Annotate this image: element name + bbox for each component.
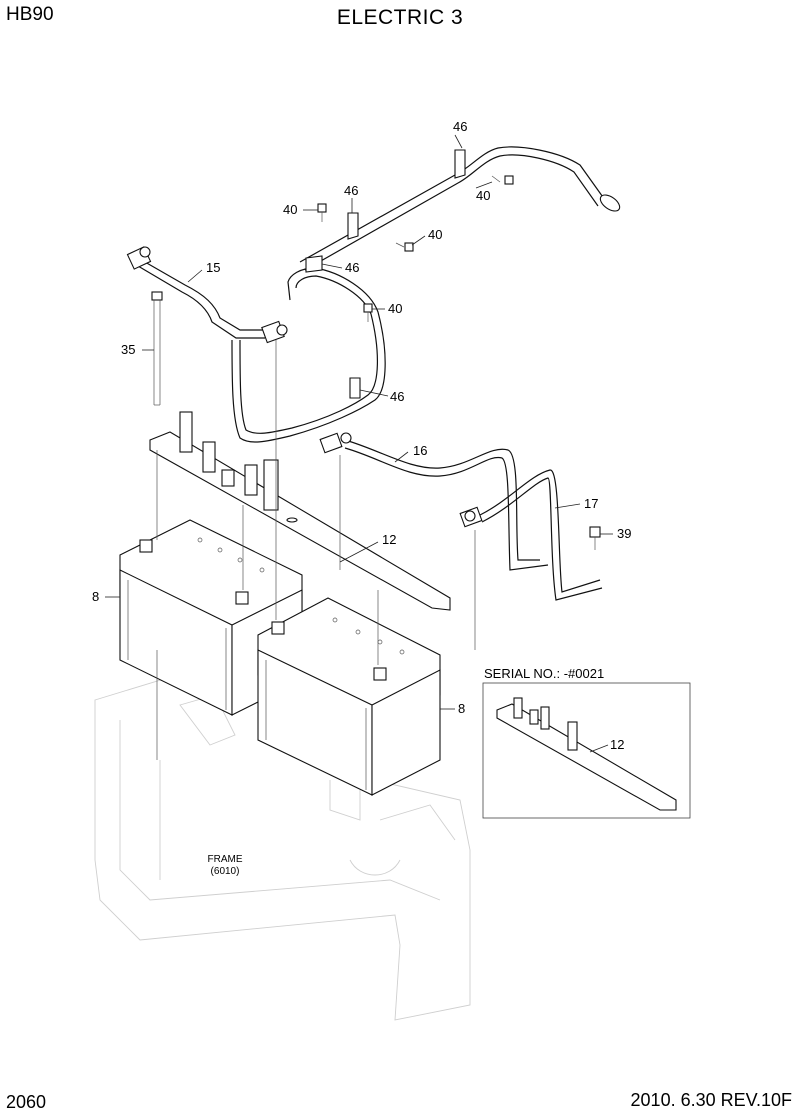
callout-8-left: 8	[92, 589, 99, 604]
inset-serial-label: SERIAL NO.: -#0021	[484, 666, 604, 681]
serial-inset: SERIAL NO.: -#0021 12	[482, 666, 691, 819]
battery-right	[257, 597, 441, 796]
callout-46-top: 46	[453, 119, 467, 134]
model-name: HB90	[6, 4, 54, 25]
wiring-harness	[231, 146, 621, 443]
callout-40-d: 40	[388, 301, 402, 316]
callout-46-mid: 46	[344, 183, 358, 198]
callout-35: 35	[121, 342, 135, 357]
callout-46-clamp: 46	[345, 260, 359, 275]
cable-17	[459, 469, 603, 601]
bracket-12	[149, 411, 451, 611]
cable-15	[126, 246, 288, 344]
callout-46-lower: 46	[390, 389, 404, 404]
inset-callout-12: 12	[610, 737, 624, 752]
callout-labels: 46 46 46 46 40 40 40 40 15 35 16 17 39 1…	[92, 119, 631, 716]
page-title: ELECTRIC 3	[336, 6, 464, 29]
callout-40-c: 40	[428, 227, 442, 242]
revision-stamp: 2010. 6.30 REV.10F	[630, 1090, 792, 1110]
callout-39: 39	[617, 526, 631, 541]
frame-code: (6010)	[211, 866, 240, 877]
callout-17: 17	[584, 496, 598, 511]
callout-8-right: 8	[458, 701, 465, 716]
callout-15: 15	[206, 260, 220, 275]
callout-40-b: 40	[476, 188, 490, 203]
bolt-35	[151, 291, 163, 406]
leader-lines	[105, 134, 613, 760]
callout-16: 16	[413, 443, 427, 458]
callout-40-a: 40	[283, 202, 297, 217]
callout-12: 12	[382, 532, 396, 547]
screws-40	[317, 175, 601, 550]
page-number: 2060	[6, 1092, 47, 1112]
frame-label: FRAME	[208, 854, 243, 865]
cable-16	[319, 432, 549, 571]
